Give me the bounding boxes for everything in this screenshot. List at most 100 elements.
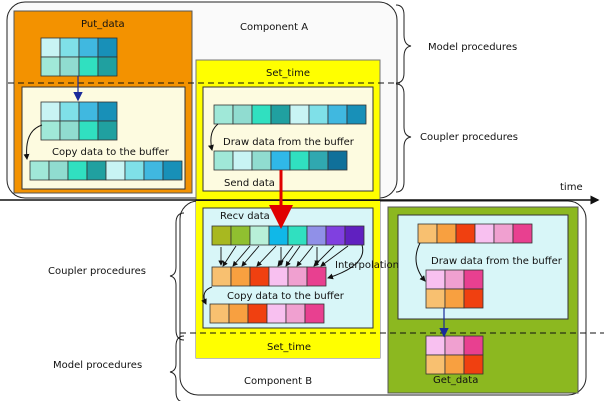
a-send-row-cell — [251, 150, 272, 171]
right-model-label: Model procedures — [428, 42, 517, 53]
a-draw-inner-box — [202, 86, 374, 192]
b-draw-row-cell — [493, 223, 514, 244]
b-buffer-cell — [247, 303, 268, 324]
put-data-grid-cell — [40, 56, 61, 77]
b-draw-row-cell — [455, 223, 476, 244]
interpolation-arrow — [296, 245, 314, 267]
b-draw-grid-cell — [444, 269, 465, 290]
brace-left-coupler — [169, 212, 185, 341]
a-send-row-cell — [270, 150, 291, 171]
a-send-row-cell — [327, 150, 348, 171]
b-recv-row-cell — [306, 225, 327, 246]
left-model-label: Model procedures — [53, 360, 142, 371]
send-label: Send data — [224, 178, 275, 189]
interpolation-arrow — [285, 245, 301, 267]
b-get-grid-cell — [463, 354, 484, 375]
b-interp-row-cell — [287, 266, 308, 287]
a-buffer-cell — [86, 160, 107, 181]
b-draw-grid-cell — [444, 288, 465, 309]
interpolation-arrow — [277, 245, 294, 267]
b-draw-grid-cell — [463, 269, 484, 290]
b-buffer-cell — [228, 303, 249, 324]
a-draw-row-cell — [213, 104, 234, 125]
b-interp-row-cell — [249, 266, 270, 287]
copy-a-label: Copy data to the buffer — [52, 147, 170, 158]
a-buffer-cell — [162, 160, 183, 181]
a-copy-grid-cell — [97, 101, 118, 122]
b-draw-grid-cell — [463, 288, 484, 309]
interp-label: Interpolation — [335, 260, 399, 271]
recv-label: Recv data — [220, 211, 270, 222]
b-get-grid-cell — [444, 335, 465, 356]
a-copy-grid-cell — [40, 101, 61, 122]
b-get-grid-cell — [425, 354, 446, 375]
b-get-grid-cell — [425, 335, 446, 356]
b-recv-row-cell — [249, 225, 270, 246]
draw-b-label: Draw data from the buffer — [431, 256, 563, 267]
copy-a-curve-arrow — [23, 124, 43, 160]
a-send-row-cell — [213, 150, 234, 171]
b-draw-row-cell — [436, 223, 457, 244]
time-label: time — [560, 182, 583, 193]
a-buffer-cell — [124, 160, 145, 181]
a-draw-row-cell — [232, 104, 253, 125]
a-draw-row-cell — [346, 104, 367, 125]
a-draw-row-cell — [327, 104, 348, 125]
put-data-grid-cell — [78, 56, 99, 77]
b-draw-grid-cell — [425, 288, 446, 309]
a-buffer-cell — [67, 160, 88, 181]
a-send-row-cell — [289, 150, 310, 171]
draw-a-curve-arrow — [207, 123, 219, 151]
a-copy-grid-cell — [59, 101, 80, 122]
b-interp-row-cell — [230, 266, 251, 287]
b-draw-row-cell — [512, 223, 533, 244]
brace-right-coupler — [395, 83, 412, 193]
copy-b-curve-arrow — [201, 286, 213, 305]
b-buffer-cell — [209, 303, 230, 324]
a-draw-row-cell — [251, 104, 272, 125]
component-b-label: Component B — [244, 376, 312, 387]
a-copy-grid-cell — [78, 101, 99, 122]
a-send-row-cell — [308, 150, 329, 171]
b-get-grid-cell — [463, 335, 484, 356]
interpolation-arrows — [218, 245, 349, 267]
interpolation-arrow — [232, 245, 251, 267]
a-buffer-cell — [105, 160, 126, 181]
interpolation-arrow — [320, 245, 349, 267]
interpolation-arrow — [256, 245, 277, 267]
b-recv-row-cell — [211, 225, 232, 246]
b-draw-row-cell — [474, 223, 495, 244]
b-interp-row-cell — [211, 266, 232, 287]
put-data-grid-cell — [97, 37, 118, 58]
left-coupler-label: Coupler procedures — [48, 266, 146, 277]
a-copy-grid-cell — [40, 120, 61, 141]
draw-b-curve-arrow — [415, 242, 426, 282]
get-data-label: Get_data — [433, 375, 478, 386]
brace-left-model — [169, 335, 185, 401]
draw-a-label: Draw data from the buffer — [223, 137, 355, 148]
b-interp-row-cell — [268, 266, 289, 287]
b-recv-row-cell — [287, 225, 308, 246]
a-copy-grid-cell — [97, 120, 118, 141]
copy-b-label: Copy data to the buffer — [227, 291, 345, 302]
interp-curve-arrow — [327, 244, 364, 280]
b-get-grid-cell — [444, 354, 465, 375]
put-data-grid-cell — [97, 56, 118, 77]
interpolation-arrow — [313, 245, 335, 267]
set-time-label-a: Set_time — [266, 68, 310, 79]
component-b-frame — [179, 200, 587, 396]
b-recv-row-cell — [344, 225, 365, 246]
a-draw-row-cell — [270, 104, 291, 125]
b-draw-row-cell — [417, 223, 438, 244]
a-buffer-cell — [48, 160, 69, 181]
interpolation-arrow — [241, 245, 260, 267]
right-coupler-label: Coupler procedures — [420, 132, 518, 143]
interpolation-arrow — [222, 245, 237, 267]
a-buffer-cell — [143, 160, 164, 181]
set-time-label-b: Set_time — [267, 342, 311, 353]
b-recv-row-cell — [325, 225, 346, 246]
a-draw-row-cell — [308, 104, 329, 125]
b-recv-row-cell — [268, 225, 289, 246]
a-send-row-cell — [232, 150, 253, 171]
put-data-grid-cell — [78, 37, 99, 58]
